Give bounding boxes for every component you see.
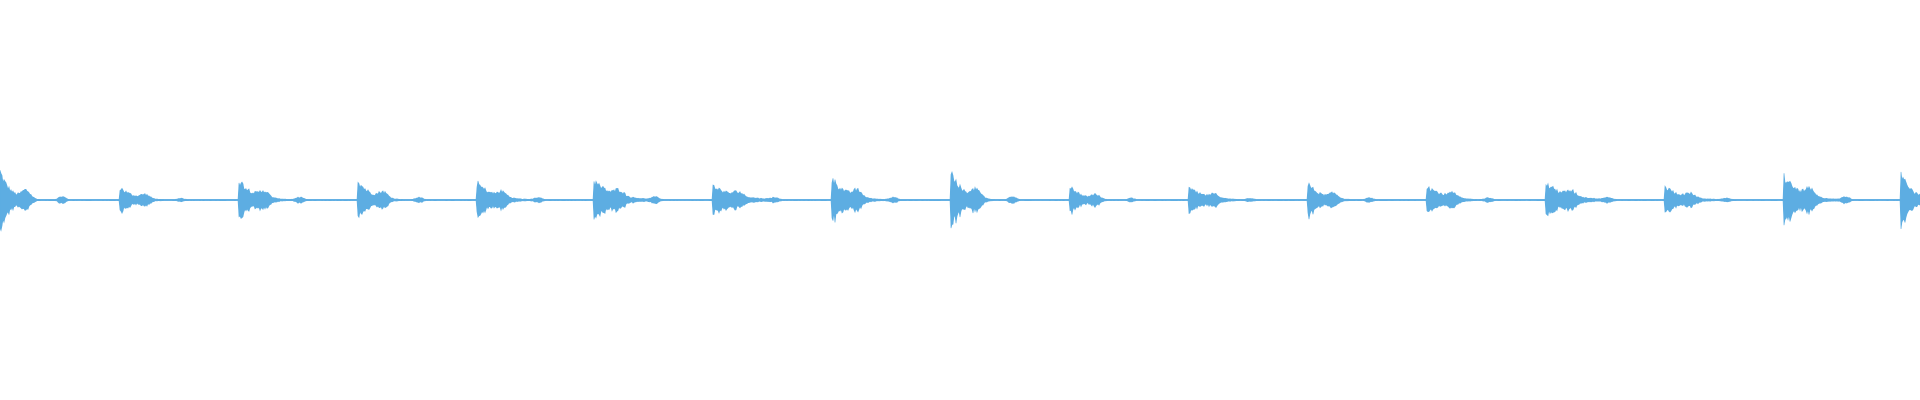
waveform-envelope xyxy=(0,170,1920,232)
